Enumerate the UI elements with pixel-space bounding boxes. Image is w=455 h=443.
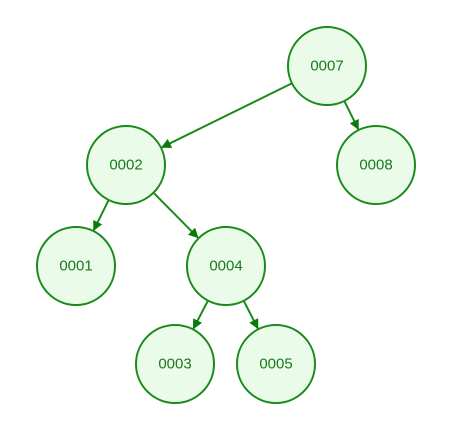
edge-0004-to-0003 <box>192 300 209 330</box>
edge-0007-to-0002 <box>160 82 293 149</box>
node-0001[interactable]: 0001 <box>36 226 116 306</box>
node-0003-circle <box>135 324 215 404</box>
node-0007[interactable]: 0007 <box>287 26 367 106</box>
node-0008-label: 0008 <box>359 157 392 174</box>
node-0005[interactable]: 0005 <box>236 324 316 404</box>
edge-0002-to-0004 <box>152 192 199 239</box>
node-0002-circle <box>86 125 166 205</box>
node-0002[interactable]: 0002 <box>86 125 166 205</box>
node-0008-circle <box>336 125 416 205</box>
node-0004-circle <box>186 226 266 306</box>
node-0007-circle <box>287 26 367 106</box>
node-0001-label: 0001 <box>59 258 92 275</box>
edge-0007-to-0008 <box>343 100 360 131</box>
node-0004[interactable]: 0004 <box>186 226 266 306</box>
node-0002-label: 0002 <box>109 157 142 174</box>
node-0001-circle <box>36 226 116 306</box>
node-0005-label: 0005 <box>259 356 292 373</box>
edges-layer <box>92 82 360 330</box>
node-0003[interactable]: 0003 <box>135 324 215 404</box>
node-0005-circle <box>236 324 316 404</box>
edge-0004-to-0005 <box>242 300 259 330</box>
node-0004-label: 0004 <box>209 258 242 275</box>
node-0008[interactable]: 0008 <box>336 125 416 205</box>
node-0007-label: 0007 <box>310 58 343 75</box>
edge-0002-to-0001 <box>92 199 110 232</box>
nodes-layer: 0007 0002 0008 0001 0004 0003 0005 <box>36 26 416 404</box>
node-0003-label: 0003 <box>158 356 191 373</box>
